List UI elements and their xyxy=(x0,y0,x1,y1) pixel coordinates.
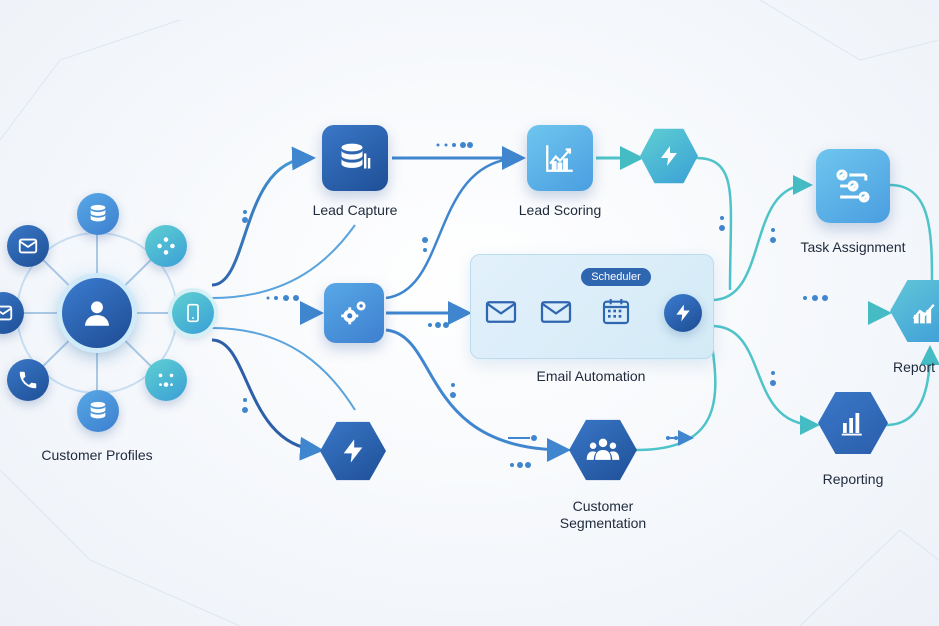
calendar-icon xyxy=(602,299,630,325)
reporting-node[interactable] xyxy=(818,391,888,455)
chart-icon xyxy=(546,145,573,172)
lightning-icon xyxy=(676,304,690,322)
connector-task-to-report xyxy=(889,183,934,281)
envelope-icon xyxy=(540,301,572,323)
connector-to-lightning xyxy=(211,338,324,461)
trigger-node-lower[interactable] xyxy=(320,421,386,481)
lead-scoring-label: Lead Scoring xyxy=(518,202,602,218)
lightning-icon xyxy=(661,146,677,166)
automation-calendar-step[interactable] xyxy=(600,295,632,332)
envelope-icon xyxy=(0,305,13,321)
task-assignment-label: Task Assignment xyxy=(800,239,906,255)
lead-capture-label: Lead Capture xyxy=(312,202,398,218)
connector-to-lead-capture xyxy=(211,146,316,287)
connector-segmentation-out xyxy=(635,344,717,452)
network-channel-node[interactable] xyxy=(145,225,187,267)
lightning-icon xyxy=(343,439,363,463)
connector-to-reporting xyxy=(711,324,820,435)
connector-to-task xyxy=(711,175,813,302)
gears-icon xyxy=(341,301,366,325)
customer-segmentation-label: Customer Segmentation xyxy=(560,498,646,532)
chart-icon xyxy=(912,304,935,324)
checklist-icon xyxy=(836,169,870,203)
phone-icon xyxy=(19,371,37,389)
email-channel-node[interactable] xyxy=(7,225,49,267)
database-icon xyxy=(90,401,106,419)
network-channel-node-lower[interactable] xyxy=(145,359,187,401)
customer-segmentation-label-text: Customer Segmentation xyxy=(559,498,647,531)
lead-scoring-node[interactable] xyxy=(527,125,593,191)
mobile-channel-node[interactable] xyxy=(172,292,214,334)
mobile-icon xyxy=(187,303,199,323)
database-icon xyxy=(341,143,371,169)
phone-channel-node[interactable] xyxy=(7,359,49,401)
database-channel-node[interactable] xyxy=(77,193,119,235)
database-channel-node-lower[interactable] xyxy=(77,390,119,432)
chart-icon xyxy=(841,413,862,436)
connector-gears-to-scoring xyxy=(385,156,521,300)
dot-accents xyxy=(242,142,828,468)
nodes-icon xyxy=(157,237,175,255)
envelope-icon xyxy=(18,238,38,254)
connector-hub-loop-lower xyxy=(211,327,356,411)
connector-lightning-down xyxy=(695,156,733,291)
automation-trigger-step[interactable] xyxy=(664,294,702,332)
reporting-label: Reporting xyxy=(822,471,884,487)
email-automation-label: Email Automation xyxy=(536,368,646,384)
user-icon xyxy=(84,301,110,326)
reports-label: Report xyxy=(893,359,936,375)
automation-engine-node[interactable] xyxy=(324,283,384,343)
automation-email-step-2[interactable] xyxy=(539,298,573,331)
connector-hub-loop-upper xyxy=(211,224,356,299)
lead-capture-node[interactable] xyxy=(322,125,388,191)
connector-gears-to-segmentation xyxy=(385,328,571,462)
scheduler-badge[interactable]: Scheduler xyxy=(581,268,651,286)
envelope-icon xyxy=(485,301,517,323)
team-icon xyxy=(586,438,620,460)
automation-email-step-1[interactable] xyxy=(484,298,518,331)
database-icon xyxy=(90,204,106,222)
trigger-node-upper[interactable] xyxy=(640,128,698,184)
nodes-icon xyxy=(158,373,174,387)
customer-profile-hub[interactable] xyxy=(62,278,132,348)
customer-profiles-label: Customer Profiles xyxy=(41,447,153,463)
task-assignment-node[interactable] xyxy=(816,149,890,223)
connector-reporting-to-report xyxy=(885,345,939,427)
